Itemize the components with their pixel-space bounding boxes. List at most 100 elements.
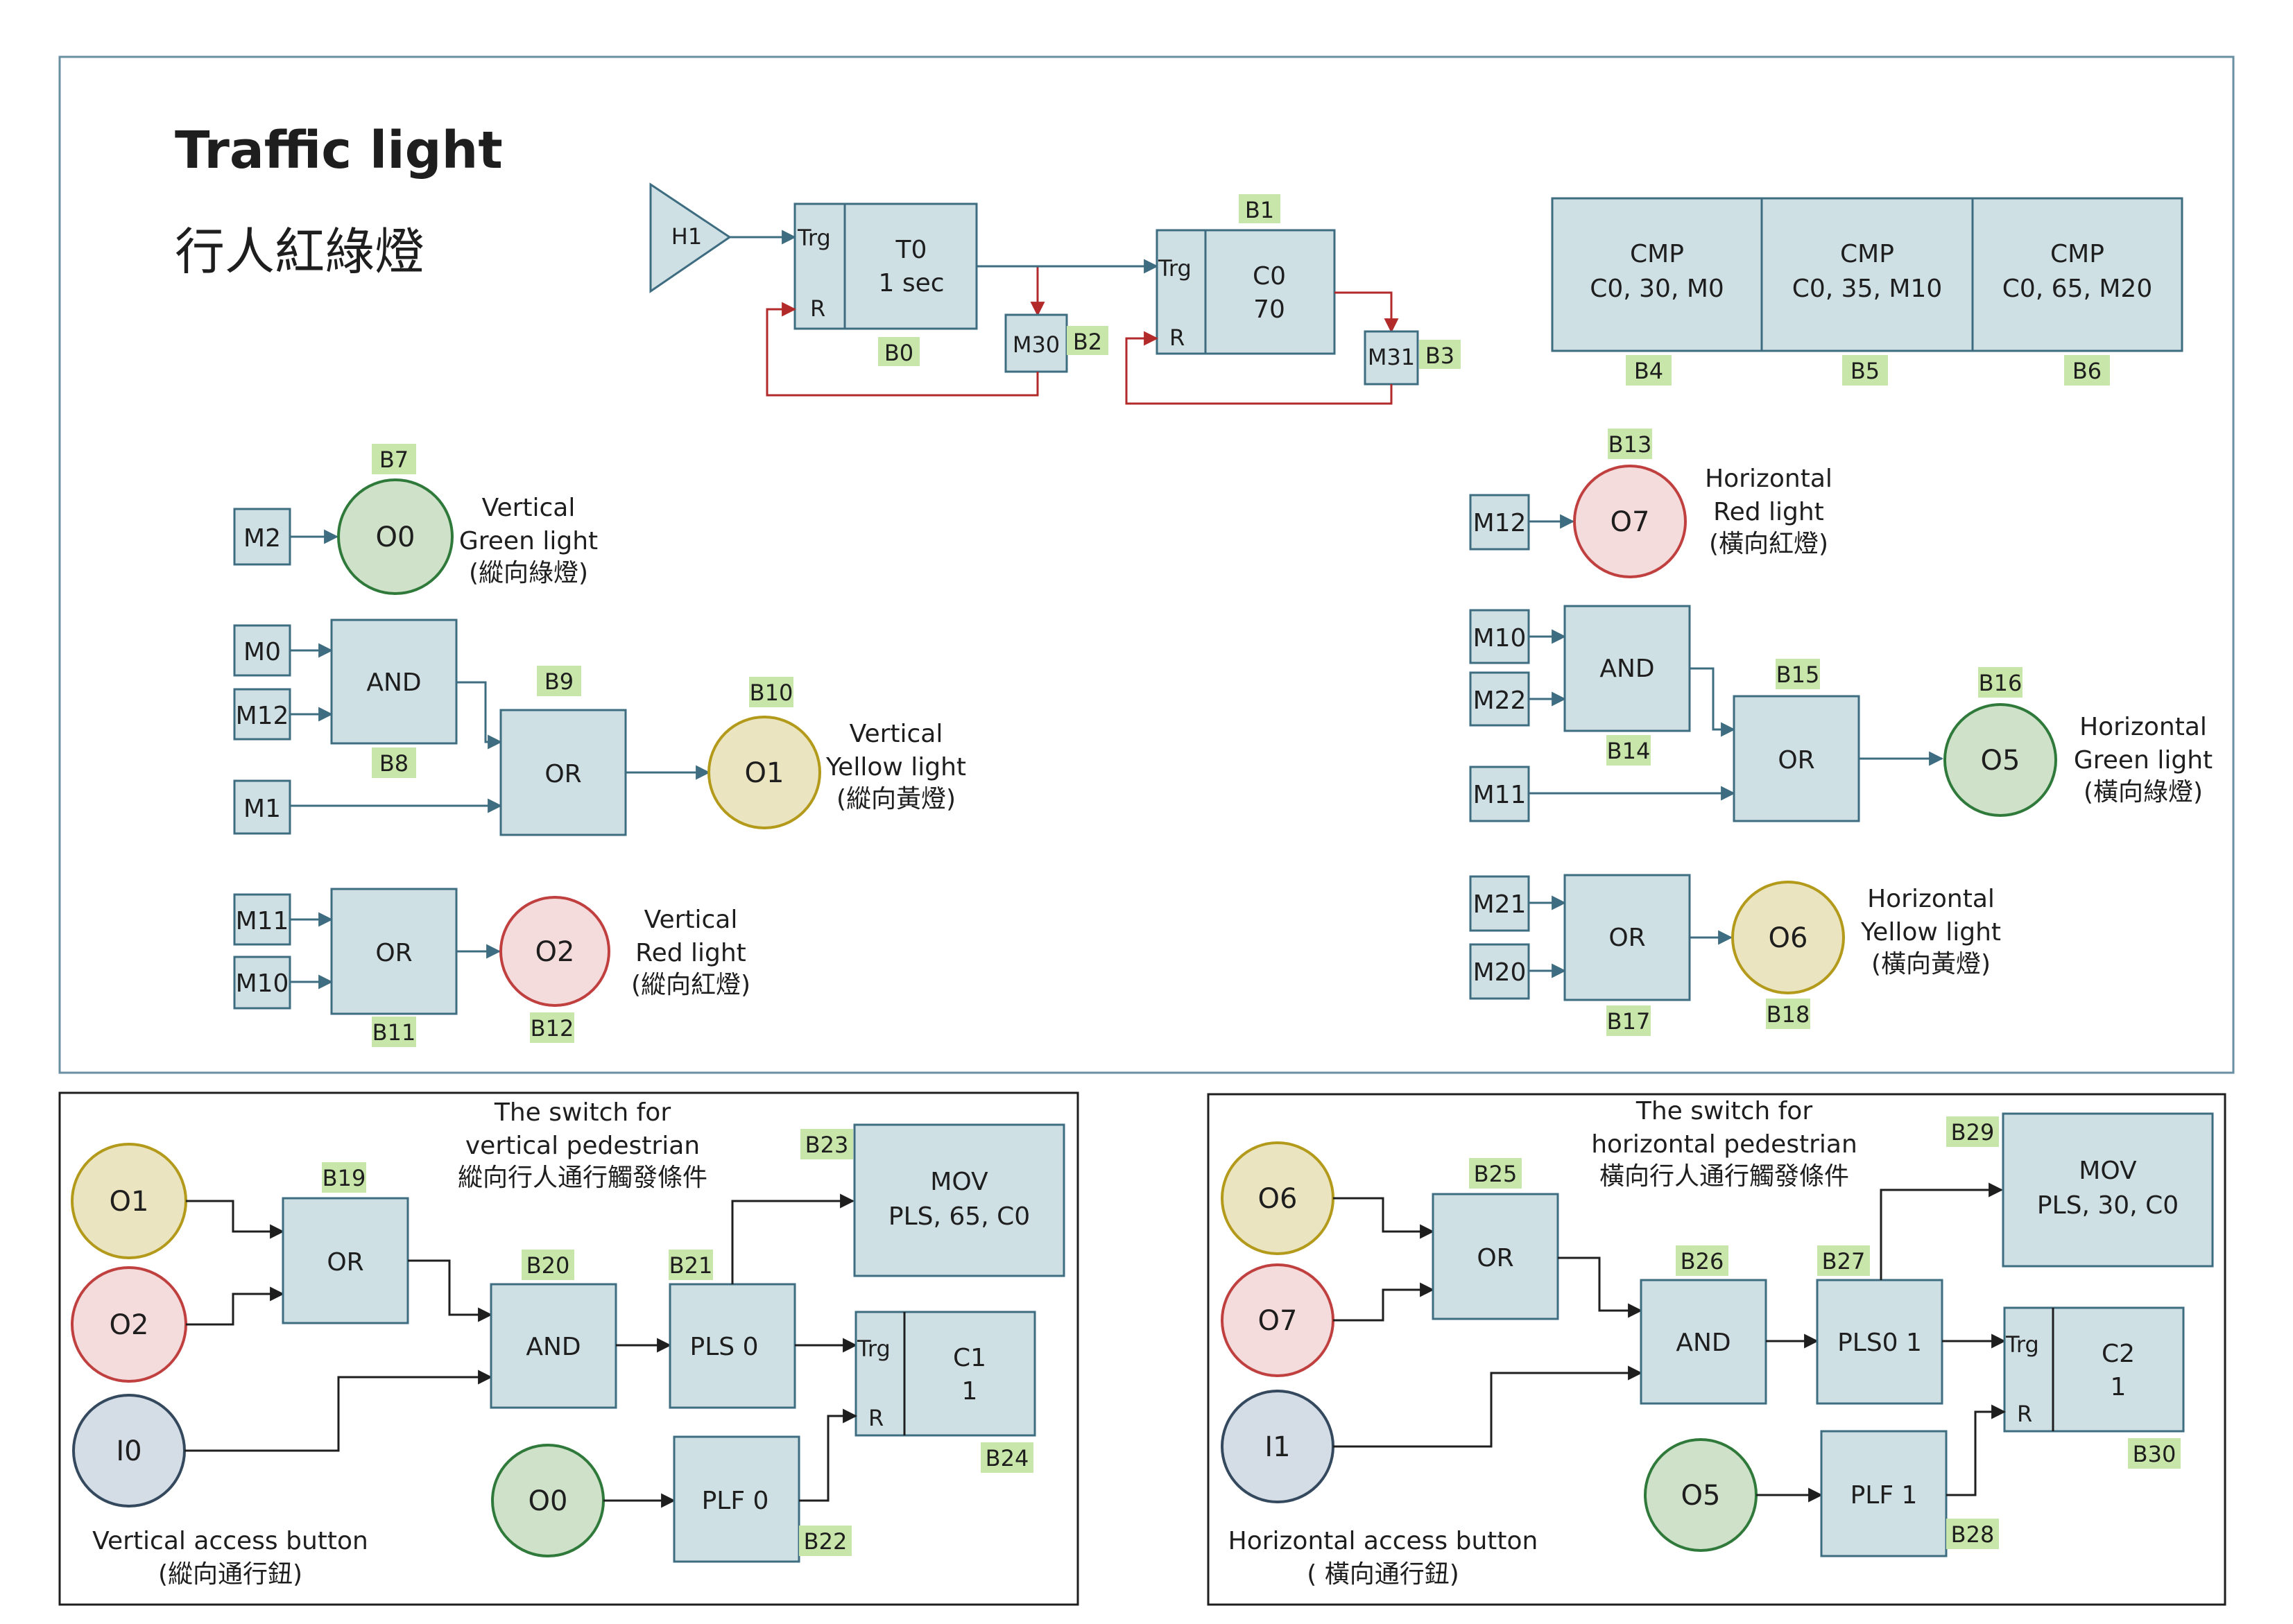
timer-r-label: R [810, 295, 825, 322]
wire-hor-and [1558, 1256, 1643, 1318]
label-b13-bg [1608, 429, 1652, 459]
input-m11-label: M11 [236, 907, 289, 935]
input-h-m10-block [1469, 609, 1530, 664]
input-m2-label: M2 [243, 524, 281, 553]
output-o5-label: O5 [1981, 745, 2020, 777]
counter-c0-name: C0 [1253, 262, 1286, 291]
wire-ho7-or [1333, 1282, 1435, 1322]
and-block-b8 [330, 619, 458, 745]
or-block-b15 [1733, 695, 1860, 822]
horizontal-green-note-1: Horizontal [2079, 713, 2207, 741]
input-h-m20-block [1469, 943, 1530, 1000]
label-b12: B12 [531, 1015, 574, 1042]
label-b22-bg [799, 1526, 852, 1556]
output-o7-lamp [1573, 465, 1687, 578]
cmp-section: CMP C0, 30, M0 B4 CMP C0, 35, M10 B5 CMP… [1551, 197, 2183, 386]
input-m1-label: M1 [243, 795, 281, 823]
label-b10: B10 [750, 680, 793, 706]
vswitch-i0-label: I0 [116, 1435, 141, 1467]
horizontal-red-note-2: Red light [1713, 498, 1824, 526]
label-b24-bg [981, 1442, 1033, 1473]
vswitch-title-3: 縱向行人通行觸發條件 [458, 1164, 707, 1192]
label-b29: B29 [1951, 1119, 1995, 1146]
label-b11: B11 [372, 1019, 416, 1046]
input-h-m11-label: M11 [1473, 781, 1527, 809]
or-b15-label: OR [1778, 746, 1814, 775]
label-b12-bg [530, 1012, 574, 1043]
horizontal-yellow-note-1: Horizontal [1867, 885, 1995, 913]
wire-vpls-mov [731, 1193, 855, 1284]
vertical-red-note-1: Vertical [644, 906, 738, 934]
label-b19: B19 [323, 1165, 366, 1191]
horizontal-yellow-note-2: Yellow light [1860, 918, 2001, 947]
counter-c0-block [1156, 229, 1336, 355]
label-b2: B2 [1073, 329, 1102, 355]
label-b15: B15 [1776, 662, 1820, 688]
label-b28-bg [1946, 1519, 1999, 1549]
counter-trg-label: Trg [1158, 255, 1192, 282]
label-b22: B22 [804, 1528, 848, 1555]
vswitch-counter-block [854, 1311, 1036, 1437]
label-b0-bg [878, 337, 920, 366]
label-b5: B5 [1850, 358, 1880, 384]
label-b23-bg [800, 1129, 853, 1159]
timer-t0-preset: 1 sec [878, 269, 944, 297]
horizontal-red-section: M12 B13 O7 Horizontal Red light (橫向紅燈) [1469, 429, 1832, 578]
label-b8: B8 [379, 750, 409, 777]
vswitch-pls-block [669, 1283, 796, 1409]
label-b30: B30 [2133, 1441, 2176, 1467]
hswitch-c2-preset: 1 [2111, 1373, 2127, 1401]
timer-section: H1 Trg R T0 1 sec B0 M30 B2 B1 Trg R C0 … [649, 182, 1461, 405]
input-m2-block [233, 508, 291, 566]
hswitch-i1-label: I1 [1264, 1431, 1290, 1463]
label-b6-bg [2064, 355, 2110, 386]
output-o0-lamp [337, 478, 454, 595]
hswitch-mov-block [2002, 1112, 2214, 1268]
input-h-m10-label: M10 [1473, 624, 1527, 653]
page-title: Traffic light [175, 121, 503, 180]
wire-m31-reset [1125, 331, 1393, 405]
vertical-yellow-note-3: (縱向黃燈) [836, 785, 956, 813]
relay-m30-label: M30 [1013, 331, 1060, 358]
and-b8-label: AND [366, 668, 421, 697]
input-m12-block [233, 688, 291, 741]
horizontal-green-note-3: (橫向綠燈) [2084, 778, 2203, 806]
horizontal-red-note-3: (橫向紅燈) [1709, 530, 1828, 558]
label-b1-bg [1239, 194, 1280, 223]
output-o6-lamp [1731, 881, 1845, 994]
vswitch-plf-block [673, 1435, 800, 1563]
vertical-yellow-note-2: Yellow light [825, 753, 966, 781]
and-b14-label: AND [1599, 655, 1654, 683]
hswitch-pls-label: PLS0 1 [1837, 1329, 1922, 1357]
wire-hi1-and [1333, 1365, 1643, 1448]
wire-hplf-reset [1946, 1404, 2007, 1496]
vswitch-mov-args: PLS, 65, C0 [888, 1202, 1030, 1231]
label-b16-bg [1978, 667, 2023, 698]
vertical-green-note-2: Green light [459, 527, 598, 555]
vswitch-pls-label: PLS 0 [690, 1333, 759, 1361]
vswitch-or-label: OR [327, 1248, 363, 1277]
hswitch-mov-args: PLS, 30, C0 [2037, 1191, 2179, 1220]
input-h-m12-label: M12 [1473, 509, 1527, 537]
vswitch-button-caption-2: (縱向通行鈕) [158, 1560, 302, 1589]
input-h1-triangle [649, 182, 732, 293]
input-m0-block [233, 624, 291, 677]
cmp-1-op: CMP [1630, 240, 1684, 268]
vswitch-trg-label: Trg [857, 1336, 891, 1362]
wire-m30-reset [766, 302, 1039, 397]
label-b13: B13 [1608, 431, 1652, 458]
timer-t0-name: T0 [895, 236, 927, 264]
vswitch-c1-preset: 1 [962, 1377, 978, 1406]
vswitch-o2-label: O2 [110, 1309, 149, 1341]
vswitch-o1-label: O1 [110, 1186, 149, 1218]
wire-t0-m30 [977, 265, 1045, 317]
hswitch-o5-label: O5 [1681, 1480, 1721, 1512]
hswitch-or-block [1432, 1193, 1559, 1320]
label-b15-bg [1776, 659, 1820, 689]
main-frame [58, 55, 2235, 1074]
label-b27-bg [1817, 1245, 1870, 1276]
relay-m30-block [1004, 313, 1068, 373]
label-b17-bg [1606, 1005, 1651, 1036]
output-o2-label: O2 [535, 936, 575, 968]
label-b3: B3 [1425, 343, 1454, 369]
